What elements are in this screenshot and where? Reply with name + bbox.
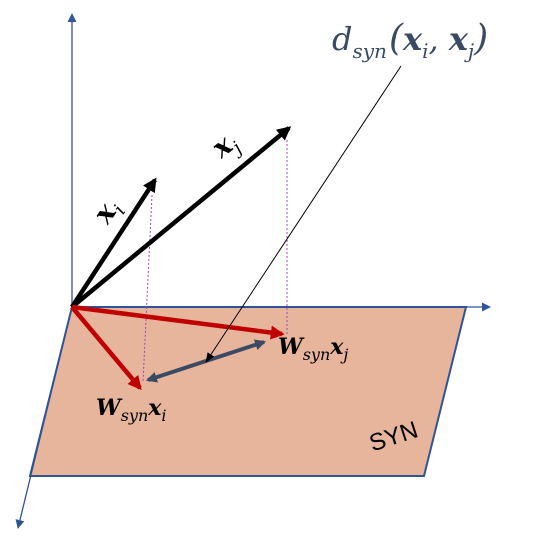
wxi-label: Wsynxi xyxy=(96,395,167,425)
wxj-label: Wsynxj xyxy=(278,334,348,364)
vector-xi xyxy=(70,177,157,309)
projected-vector-wxj xyxy=(71,304,285,340)
distance-label: dsyn(xi, xj) xyxy=(332,18,488,63)
depth-axis xyxy=(15,306,73,529)
xj-label: xj xyxy=(204,125,246,169)
vector-xj xyxy=(70,126,292,309)
projection-line-xi xyxy=(142,194,153,383)
distance-leader-line xyxy=(205,65,402,363)
projected-vector-wxi xyxy=(70,305,142,391)
svg-text:xj: xj xyxy=(204,125,246,169)
